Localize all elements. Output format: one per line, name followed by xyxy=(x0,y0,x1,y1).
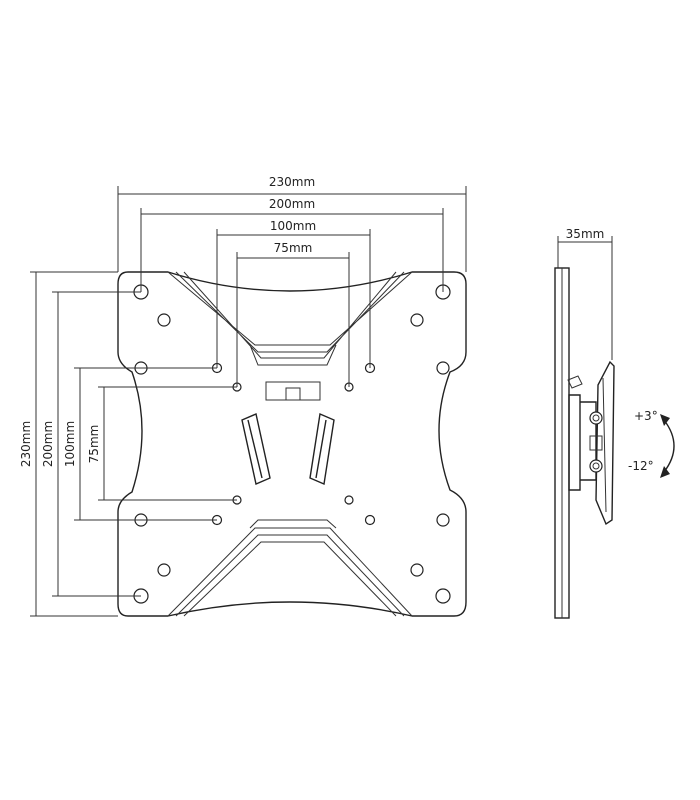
dim-h-230: 230mm xyxy=(269,175,315,189)
horizontal-dimensions xyxy=(117,186,467,387)
lower-brace xyxy=(167,519,413,617)
right-slot xyxy=(309,413,335,485)
side-depth-label: 35mm xyxy=(566,227,605,241)
hole xyxy=(157,563,171,577)
dim-v-100: 100mm xyxy=(63,421,77,467)
latch-knob xyxy=(285,387,301,401)
dim-h-200: 200mm xyxy=(269,197,315,211)
side-tv-plate xyxy=(595,360,615,526)
hole xyxy=(364,514,376,526)
dim-v-230: 230mm xyxy=(19,421,33,467)
side-bracket xyxy=(568,394,597,491)
left-slot xyxy=(241,413,271,485)
tilt-arrow xyxy=(663,419,675,473)
vertical-dimensions xyxy=(30,271,237,617)
dim-h-100: 100mm xyxy=(270,219,316,233)
front-plate xyxy=(117,271,467,617)
pivot-lock xyxy=(589,435,603,451)
tilt-up-label: +3° xyxy=(634,409,658,423)
dim-v-200: 200mm xyxy=(41,421,55,467)
hole xyxy=(436,361,450,375)
dim-v-75: 75mm xyxy=(87,425,101,464)
plate-outline xyxy=(117,271,467,617)
hole xyxy=(435,588,451,604)
hole xyxy=(410,563,424,577)
dim-h-75: 75mm xyxy=(274,241,313,255)
hole xyxy=(410,313,424,327)
center-latch xyxy=(265,381,321,401)
hole xyxy=(436,513,450,527)
pivot-knob-top xyxy=(589,411,603,425)
hole xyxy=(157,313,171,327)
mounting-holes xyxy=(133,284,451,604)
pivot-knob-bottom xyxy=(589,459,603,473)
upper-brace xyxy=(167,271,413,366)
hole xyxy=(344,495,354,505)
tilt-down-label: -12° xyxy=(628,459,654,473)
side-view xyxy=(554,236,675,619)
